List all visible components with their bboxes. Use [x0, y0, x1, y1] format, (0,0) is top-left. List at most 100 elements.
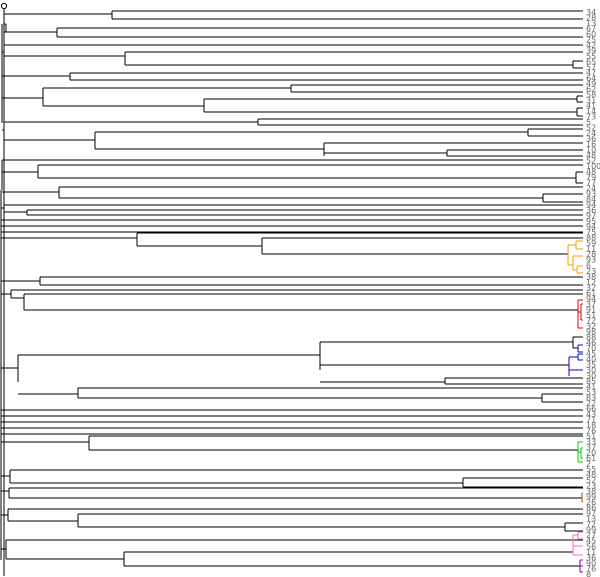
leaf-label: 86 — [586, 504, 596, 513]
leaf-label: 34 — [586, 8, 596, 17]
leaf-label: 45 — [586, 349, 596, 358]
leaf-label: 53 — [586, 388, 596, 397]
leaf-label: 99 — [586, 493, 596, 502]
leaf-label: 57 — [586, 63, 596, 72]
leaf-label: 62 — [586, 85, 596, 94]
leaf-label: 72 — [586, 316, 596, 325]
leaf-label: 66 — [586, 405, 596, 414]
leaf-label: 24 — [586, 129, 596, 138]
leaf-label: 30 — [586, 366, 596, 375]
leaf-label: 75 — [586, 228, 596, 237]
leaf-label: 88 — [586, 333, 596, 342]
leaf-label: 51 — [586, 311, 596, 320]
leaf-label: 65 — [586, 57, 596, 66]
leaf-label: 52 — [586, 157, 596, 166]
leaf-label: 67 — [586, 24, 596, 33]
leaf-label: 76 — [586, 427, 596, 436]
leaf-label: 38 — [586, 272, 596, 281]
leaf-label: 97 — [586, 509, 596, 518]
leaf-label: 12 — [586, 278, 596, 287]
leaf-label: 73 — [586, 113, 596, 122]
leaf-label: 16 — [586, 140, 596, 149]
leaf-label: 36 — [586, 206, 596, 215]
leaf-label: 100 — [586, 162, 600, 171]
leaf-label: 48 — [586, 168, 596, 177]
leaf-label: 6 — [586, 261, 591, 270]
leaf-label: 41 — [586, 383, 596, 392]
leaf-label: 30 — [586, 371, 596, 380]
leaf-label: 70 — [586, 344, 596, 353]
leaf-label: 77 — [586, 179, 596, 188]
leaf-label: 28 — [586, 250, 596, 259]
leaf-label: 48 — [586, 151, 596, 160]
leaf-label: 23 — [586, 482, 596, 491]
leaf-label: 38 — [586, 487, 596, 496]
leaf-label: 45 — [586, 537, 596, 546]
leaf-label: 13 — [586, 515, 596, 524]
leaf-label: 52 — [586, 124, 596, 133]
leaf-label: 94 — [586, 223, 596, 232]
leaf-label: 59 — [586, 239, 596, 248]
leaf-label: 36 — [586, 135, 596, 144]
root-node — [0, 2, 8, 10]
leaf-label: 46 — [586, 338, 596, 347]
leaf-label: 84 — [586, 195, 596, 204]
leaf-label: 18 — [586, 421, 596, 430]
leaf-label: 98 — [586, 327, 596, 336]
leaf-label: 48 — [586, 471, 596, 480]
leaf-label: 5 — [586, 118, 591, 127]
leaf-label: 23 — [586, 267, 596, 276]
leaf-label: 10 — [586, 146, 596, 155]
leaf-label: 8 — [586, 570, 591, 577]
leaf-label: 35 — [586, 360, 596, 369]
leaf-label: 31 — [586, 96, 596, 105]
leaf-label: 95 — [586, 217, 596, 226]
leaf-label: 24 — [586, 184, 596, 193]
leaf-label: 2 — [586, 460, 591, 469]
leaf-label: 72 — [586, 520, 596, 529]
leaf-label: 60 — [586, 30, 596, 39]
leaf-label: 37 — [586, 443, 596, 452]
leaf-label: 71 — [586, 416, 596, 425]
leaf-label: 76 — [586, 564, 596, 573]
leaf-label: 52 — [586, 476, 596, 485]
leaf-label: 51 — [586, 432, 596, 441]
leaf-label: 22 — [586, 399, 596, 408]
leaf-label: 49 — [586, 79, 596, 88]
leaf-label: 28 — [586, 13, 596, 22]
leaf-label: 90 — [586, 559, 596, 568]
leaf-label: 93 — [586, 190, 596, 199]
leaf-label: 94 — [586, 294, 596, 303]
leaf-label: 32 — [586, 283, 596, 292]
leaf-label: 97 — [586, 212, 596, 221]
leaf-label: 26 — [586, 498, 596, 507]
leaf-label: 88 — [586, 234, 596, 243]
leaf-label: 33 — [586, 438, 596, 447]
leaf-label: 47 — [586, 68, 596, 77]
leaf-label: 61 — [586, 454, 596, 463]
leaf-label: 43 — [586, 410, 596, 419]
leaf-label: 11 — [586, 245, 596, 254]
leaf-label: 39 — [586, 46, 596, 55]
leaf-label: 25 — [586, 35, 596, 44]
leaf-label: 94 — [586, 201, 596, 210]
leaf-label: 27 — [586, 531, 596, 540]
leaf-label: 64 — [586, 74, 596, 83]
leaf-label: 56 — [586, 542, 596, 551]
leaf-label: 61 — [586, 289, 596, 298]
leaf-label: 99 — [586, 526, 596, 535]
leaf-label: 55 — [586, 52, 596, 61]
leaf-label: 11 — [586, 548, 596, 557]
leaf-label: 79 — [586, 173, 596, 182]
leaf-label: 58 — [586, 90, 596, 99]
leaf-label: 36 — [586, 553, 596, 562]
leaf-label: 40 — [586, 355, 596, 364]
leaf-label: 13 — [586, 19, 596, 28]
leaf-label: 41 — [586, 102, 596, 111]
leaf-label: 83 — [586, 394, 596, 403]
leaf-label: 20 — [586, 449, 596, 458]
leaf-label: 32 — [586, 322, 596, 331]
dendrogram-branches — [0, 9, 583, 576]
